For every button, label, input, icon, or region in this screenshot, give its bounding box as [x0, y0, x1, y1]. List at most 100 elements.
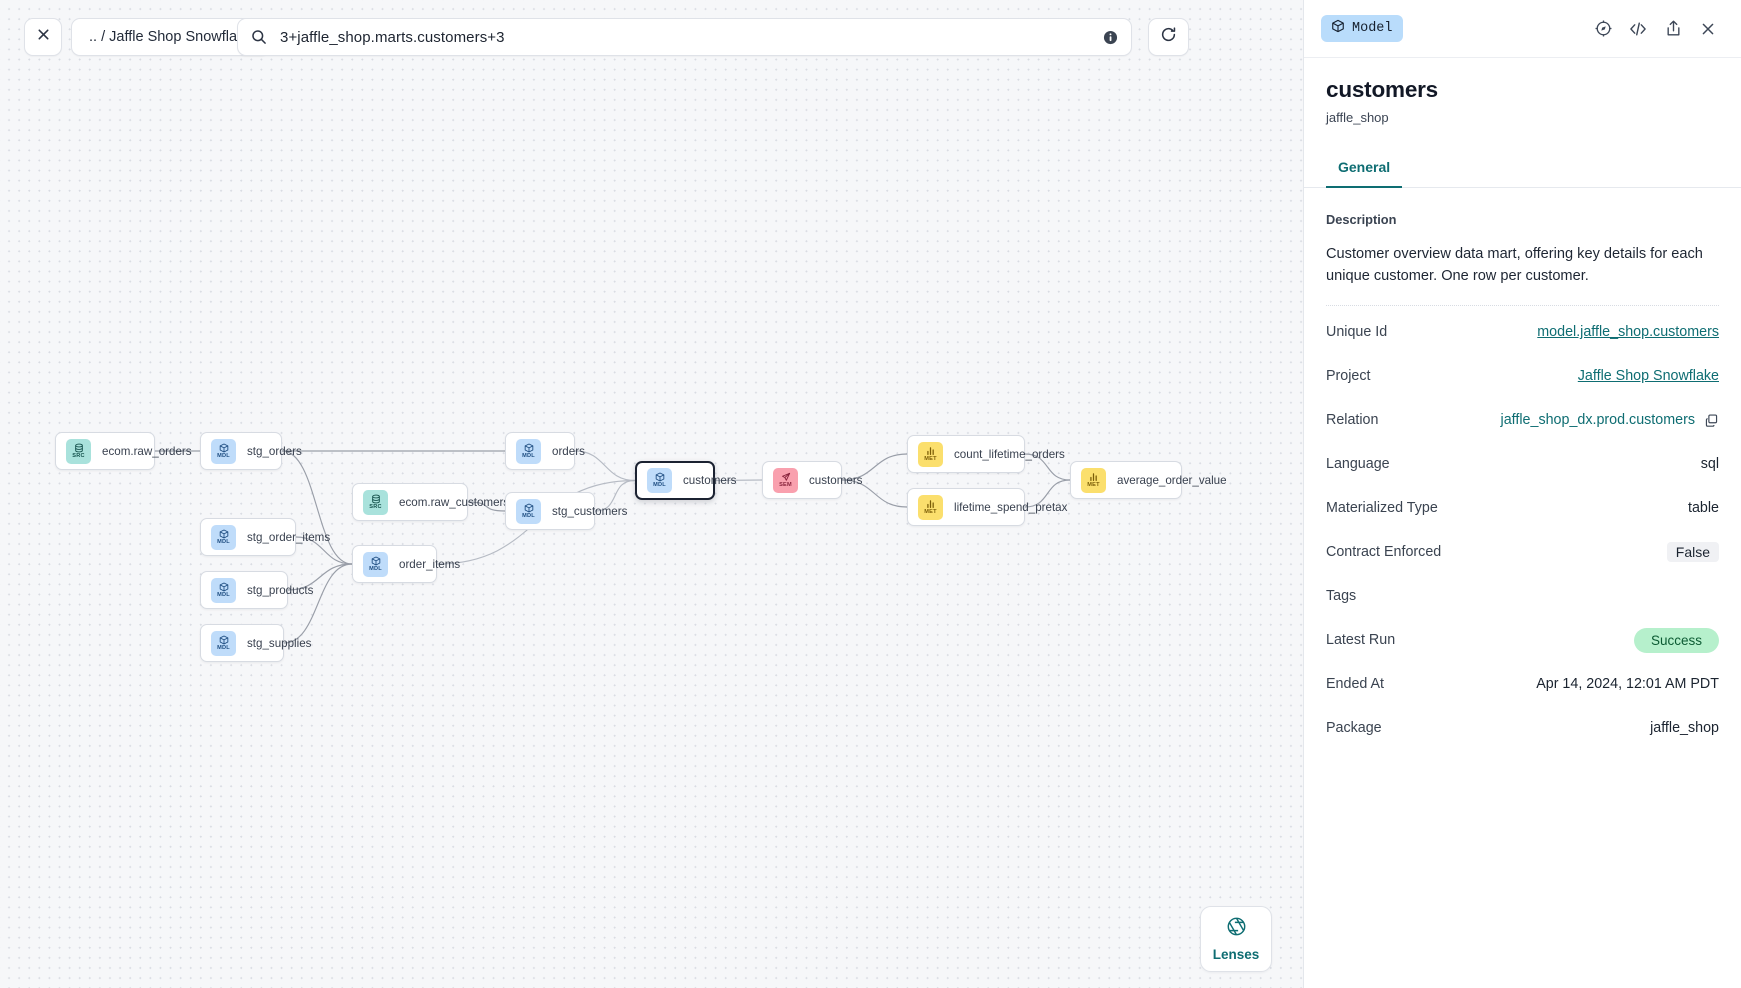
node-label: lifetime_spend_pretax: [954, 500, 1068, 514]
node-label: ecom.raw_orders: [102, 444, 192, 458]
node-type-text: SRC: [72, 452, 85, 459]
lenses-label: Lenses: [1212, 947, 1260, 962]
detail-row-key: Package: [1326, 720, 1382, 737]
refresh-button[interactable]: [1148, 18, 1189, 56]
node-type-text: MDL: [217, 591, 230, 598]
node-type-badge-mdl: MDL: [211, 438, 236, 464]
detail-row-value-text: jaffle_shop_dx.prod.customers: [1500, 412, 1695, 429]
detail-row-key: Ended At: [1326, 676, 1385, 693]
detail-row-value: sql: [1701, 456, 1719, 472]
mdl-icon: [655, 472, 665, 482]
mdl-icon: [219, 635, 229, 645]
mdl-icon: [371, 556, 381, 566]
share-icon[interactable]: [1658, 14, 1688, 44]
detail-row-value[interactable]: Jaffle Shop Snowflake: [1578, 368, 1719, 384]
detail-row: Contract Enforced False: [1326, 534, 1719, 570]
node-label: stg_customers: [552, 504, 628, 518]
info-icon[interactable]: [1103, 30, 1118, 45]
node-type-badge-mdl: MDL: [647, 468, 672, 493]
src-icon: [74, 443, 84, 453]
divider: [1326, 305, 1719, 307]
node-type-badge-mdl: MDL: [211, 630, 236, 656]
graph-node[interactable]: SRC ecom.raw_orders: [55, 432, 192, 470]
met-icon: [1089, 472, 1099, 482]
sem-icon: [781, 472, 791, 482]
detail-row-key: Project: [1326, 368, 1371, 385]
node-type-text: MDL: [369, 565, 382, 572]
node-label: average_order_value: [1117, 473, 1227, 487]
search-input[interactable]: 3+jaffle_shop.marts.customers+3: [237, 18, 1132, 56]
node-type-badge-met: MET: [918, 494, 943, 520]
graph-node[interactable]: MET lifetime_spend_pretax: [907, 488, 1067, 526]
aperture-icon: [1226, 916, 1247, 942]
detail-row-value[interactable]: jaffle_shop_dx.prod.customers: [1501, 412, 1719, 428]
copy-icon[interactable]: [1704, 413, 1719, 428]
detail-row-key: Unique Id: [1326, 324, 1388, 341]
explore-icon[interactable]: [1588, 14, 1618, 44]
page-title: customers: [1326, 77, 1438, 102]
close-icon: [36, 27, 51, 47]
detail-row-value[interactable]: model.jaffle_shop.customers: [1537, 324, 1719, 340]
resource-type-pill[interactable]: Model: [1321, 15, 1403, 42]
node-label: orders: [552, 444, 585, 458]
code-icon[interactable]: [1623, 14, 1653, 44]
node-type-text: MET: [924, 455, 937, 462]
graph-node[interactable]: MDL customers: [635, 461, 736, 500]
detail-row-value-text: Jaffle Shop Snowflake: [1577, 368, 1719, 385]
node-type-text: SEM: [779, 481, 792, 488]
detail-row-value-text: False: [1666, 542, 1719, 563]
cube-icon: [1331, 19, 1345, 38]
node-type-text: SRC: [369, 503, 382, 510]
detail-row-value: Apr 14, 2024, 12:01 AM PDT: [1536, 676, 1719, 692]
mdl-icon: [219, 582, 229, 592]
node-type-text: MDL: [217, 538, 230, 545]
detail-row-value: False: [1666, 542, 1719, 563]
detail-row-value-text: model.jaffle_shop.customers: [1537, 324, 1719, 341]
node-type-badge-met: MET: [918, 441, 943, 467]
node-type-text: MDL: [653, 482, 666, 489]
search-value: 3+jaffle_shop.marts.customers+3: [280, 28, 505, 46]
node-type-badge-sem: SEM: [773, 467, 798, 493]
graph-node[interactable]: MET average_order_value: [1070, 461, 1227, 499]
graph-edge: [283, 563, 353, 644]
page-subtitle: jaffle_shop: [1326, 110, 1389, 125]
mdl-icon: [219, 529, 229, 539]
src-icon: [371, 494, 381, 504]
node-type-badge-mdl: MDL: [211, 577, 236, 603]
tab-general[interactable]: General: [1326, 152, 1403, 188]
detail-row-value-text: jaffle_shop: [1650, 720, 1719, 737]
detail-row-key: Materialized Type: [1326, 500, 1438, 517]
lenses-button[interactable]: Lenses: [1200, 906, 1272, 972]
panel-body: Description Customer overview data mart,…: [1304, 188, 1741, 988]
close-graph-button[interactable]: [24, 18, 62, 56]
detail-row-key: Contract Enforced: [1326, 544, 1442, 561]
detail-row-value-text: sql: [1700, 456, 1719, 473]
met-icon: [926, 499, 936, 509]
node-type-text: MET: [1087, 481, 1100, 488]
detail-row-value: jaffle_shop: [1650, 720, 1719, 736]
close-panel-button[interactable]: [1693, 14, 1723, 44]
detail-row-key: Language: [1326, 456, 1390, 473]
node-type-badge-mdl: MDL: [211, 524, 236, 550]
refresh-icon: [1160, 26, 1177, 48]
breadcrumb-label: .. / Jaffle Shop Snowflake: [89, 29, 253, 45]
mdl-icon: [524, 443, 534, 453]
node-label: customers: [683, 474, 737, 487]
detail-row: Unique Id model.jaffle_shop.customers: [1326, 314, 1719, 350]
detail-row: Tags: [1326, 578, 1719, 614]
